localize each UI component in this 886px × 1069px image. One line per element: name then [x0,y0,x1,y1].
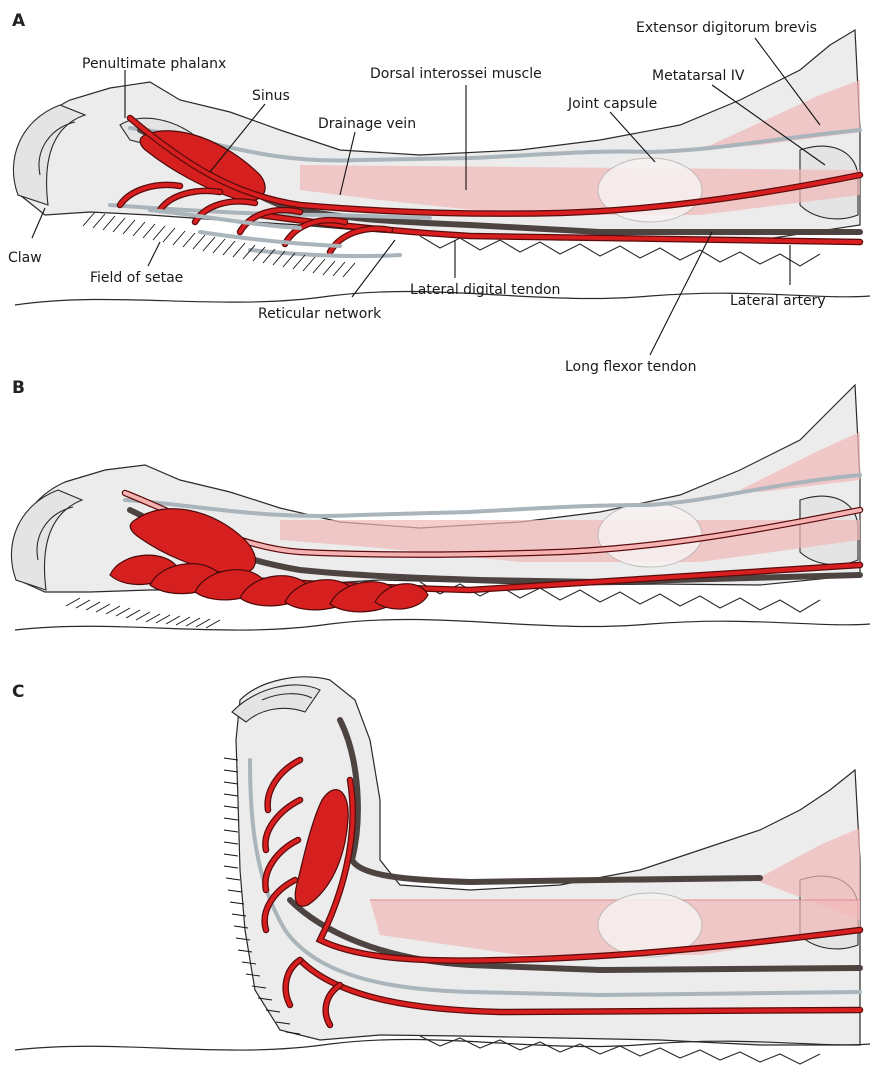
label-field-of-setae: Field of setae [90,270,183,286]
panel-a: A [8,11,870,375]
ground-b [15,619,870,630]
label-lateral-artery: Lateral artery [730,293,826,309]
panel-b: B [11,378,870,630]
panel-c-letter: C [12,682,24,702]
label-claw: Claw [8,250,42,266]
label-reticular-network: Reticular network [258,306,382,322]
panel-b-letter: B [12,378,25,398]
label-dorsal-interossei: Dorsal interossei muscle [370,66,542,82]
setae-b [66,598,220,628]
joint-capsule-b [598,503,702,567]
leader-setae [148,242,160,266]
leader-claw [32,208,45,238]
label-sinus: Sinus [252,88,290,104]
label-long-flexor-tendon: Long flexor tendon [565,359,696,375]
label-extensor-digitorum-brevis: Extensor digitorum brevis [636,20,817,36]
panel-c: C [12,677,870,1064]
label-lateral-digital-tendon: Lateral digital tendon [410,282,560,298]
label-metatarsal-iv: Metatarsal IV [652,68,745,84]
label-joint-capsule: Joint capsule [567,96,657,112]
label-penultimate-phalanx: Penultimate phalanx [82,56,226,72]
panel-a-letter: A [12,11,26,31]
label-drainage-vein: Drainage vein [318,116,416,132]
leader-reticular [352,240,395,297]
